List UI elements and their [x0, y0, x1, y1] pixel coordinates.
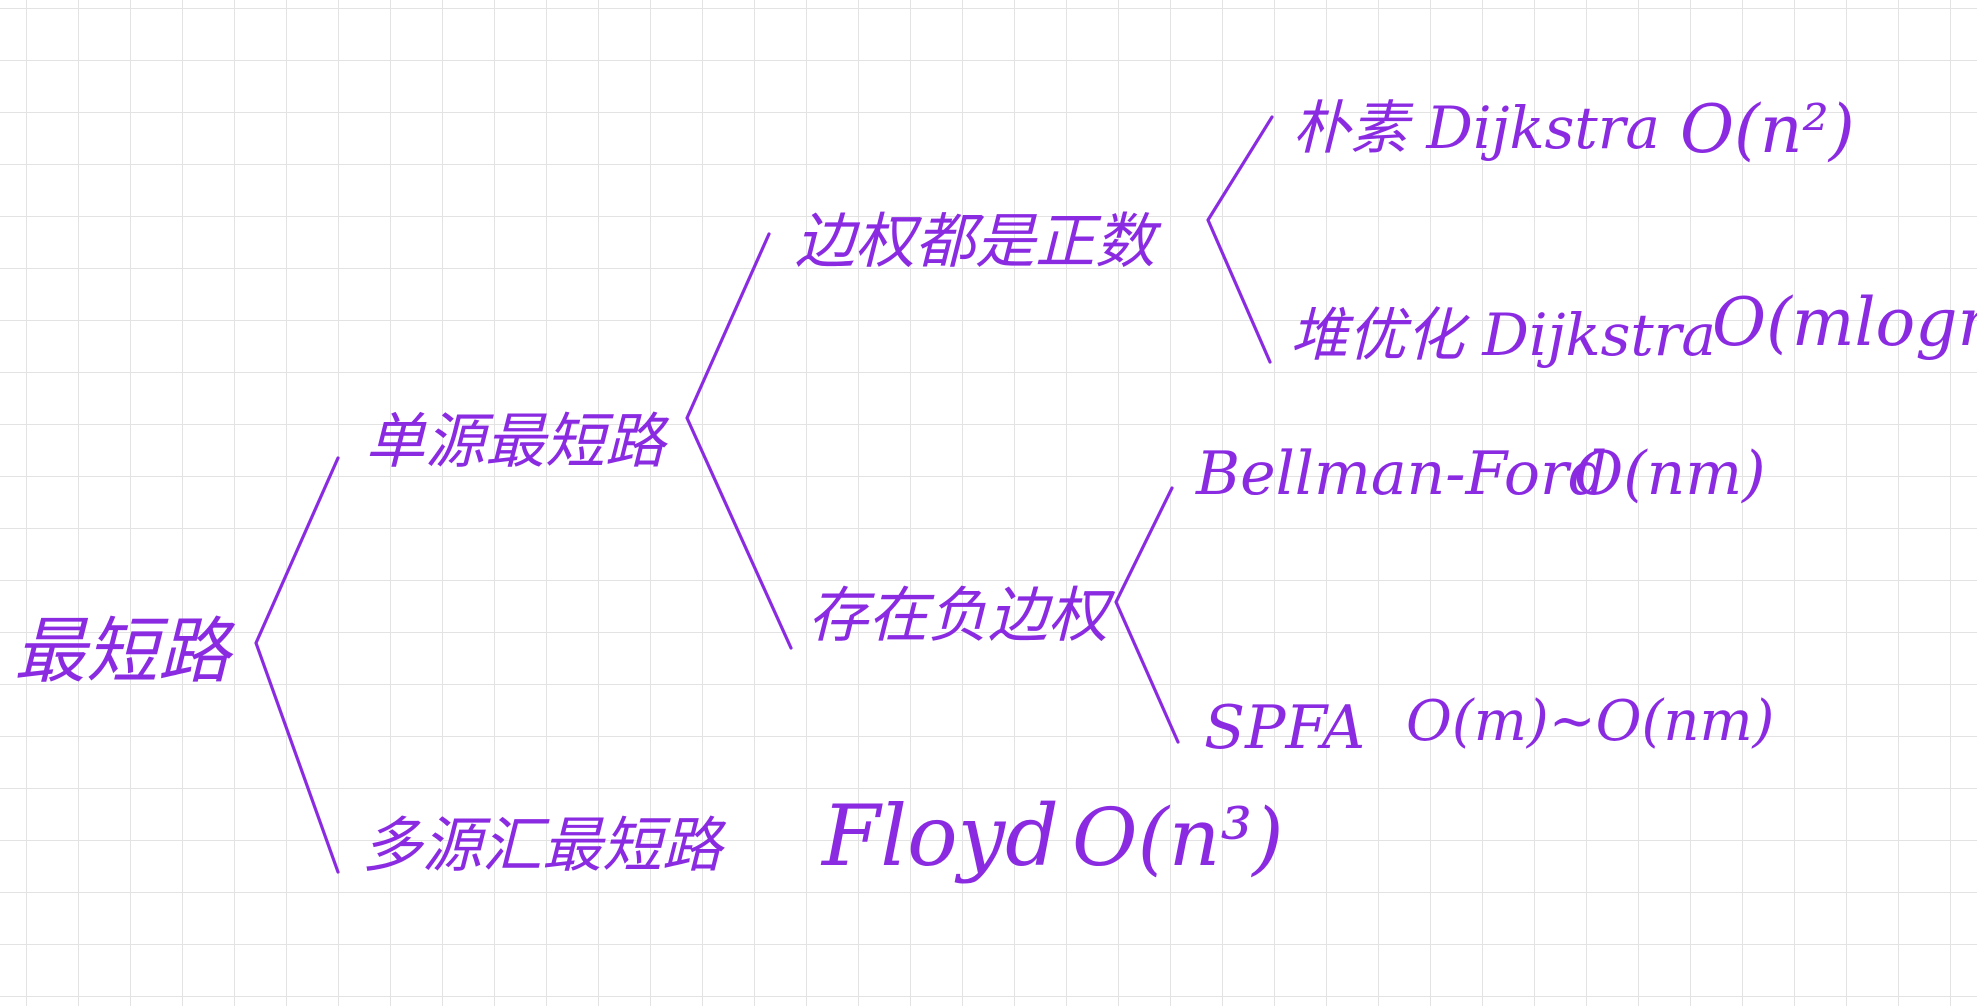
multi-source-label: 多源汇最短路: [362, 811, 727, 881]
single-source-label: 单源最短路: [365, 407, 670, 477]
naive-dijkstra-complexity: O(n²): [1680, 91, 1855, 168]
bellman-ford-complexity: O(nm): [1574, 439, 1766, 509]
positive-weights-label: 边权都是正数: [795, 207, 1162, 277]
heap-dijkstra-complexity: O(mlogn): [1712, 284, 1977, 361]
root-bracket: [254, 456, 340, 874]
naive-dijkstra-label: 朴素 Dijkstra: [1292, 94, 1660, 162]
bellman-ford-label: Bellman-Ford: [1195, 439, 1607, 509]
negative-weights-label: 存在负边权: [808, 581, 1116, 651]
root-label: 最短路: [14, 609, 236, 693]
negative-weights-bracket: [1114, 486, 1180, 744]
heap-dijkstra-label: 堆优化 Dijkstra: [1290, 301, 1716, 369]
floyd-label: Floyd: [820, 787, 1059, 885]
spfa-complexity: O(m)~O(nm): [1406, 689, 1774, 754]
single-source-bracket: [685, 232, 793, 650]
positive-weights-bracket: [1206, 115, 1274, 364]
floyd-complexity: O(n³): [1072, 791, 1284, 884]
spfa-label: SPFA: [1204, 693, 1365, 763]
